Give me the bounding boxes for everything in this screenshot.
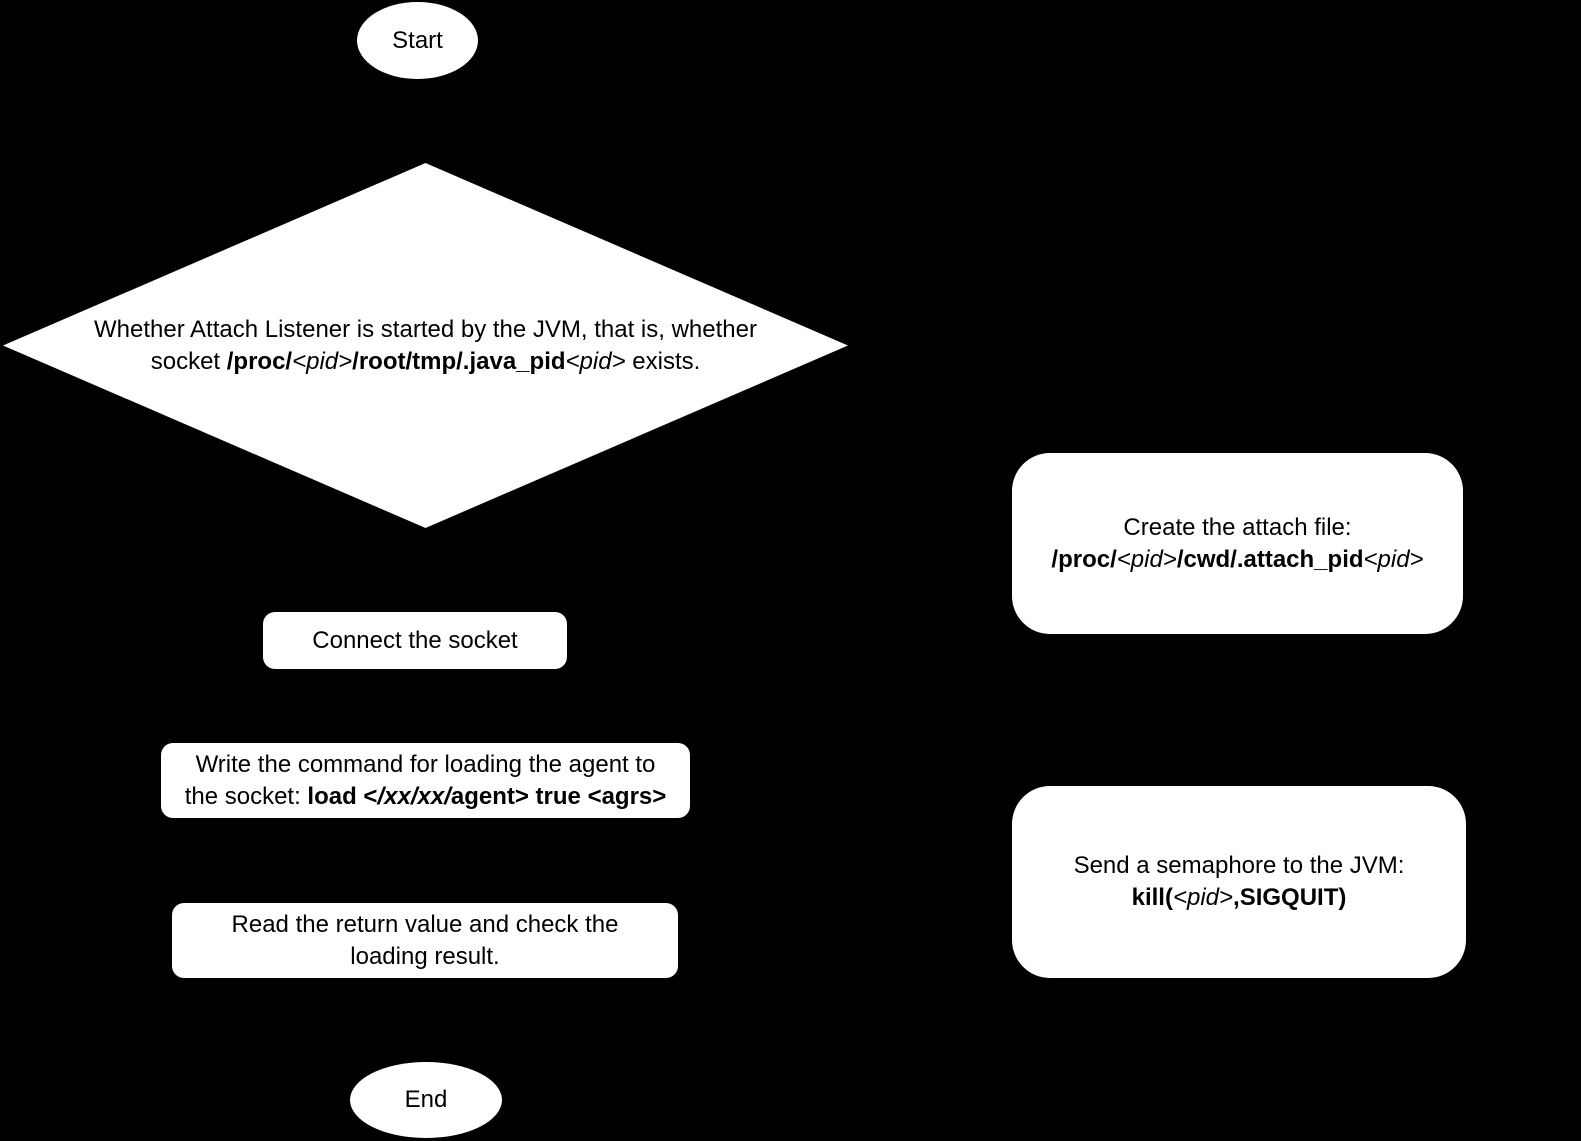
decision-line-1: Whether Attach Listener is started by th… bbox=[94, 315, 757, 343]
create-attach-file-line-2: /proc/<pid>/cwd/.attach_pid<pid> bbox=[1051, 545, 1424, 573]
send-semaphore-node: Send a semaphore to the JVM: kill(<pid>,… bbox=[1012, 786, 1466, 978]
end-label: End bbox=[404, 1086, 448, 1113]
send-semaphore-line-2: kill(<pid>,SIGQUIT) bbox=[1131, 884, 1347, 911]
read-return-line-2: loading result. bbox=[350, 942, 500, 970]
send-semaphore-line-1: Send a semaphore to the JVM: bbox=[1073, 852, 1405, 879]
write-command-line-1: Write the command for loading the agent … bbox=[195, 750, 656, 778]
start-node: Start bbox=[357, 2, 478, 79]
decision-line-2: socket /proc/<pid>/root/tmp/.java_pid<pi… bbox=[150, 347, 701, 375]
start-label: Start bbox=[392, 26, 443, 54]
connect-socket-label: Connect the socket bbox=[312, 626, 518, 654]
end-node: End bbox=[350, 1062, 502, 1138]
read-return-line-1: Read the return value and check the bbox=[231, 910, 619, 938]
connect-socket-node: Connect the socket bbox=[263, 612, 567, 669]
create-attach-file-line-1: Create the attach file: bbox=[1123, 513, 1352, 541]
create-attach-file-node: Create the attach file: /proc/<pid>/cwd/… bbox=[1012, 453, 1463, 634]
read-return-node: Read the return value and check the load… bbox=[172, 903, 678, 978]
write-command-node: Write the command for loading the agent … bbox=[161, 743, 690, 818]
write-command-line-2: the socket: load </xx/xx/agent> true <ag… bbox=[184, 782, 667, 810]
decision-node: Whether Attach Listener is started by th… bbox=[3, 163, 848, 528]
